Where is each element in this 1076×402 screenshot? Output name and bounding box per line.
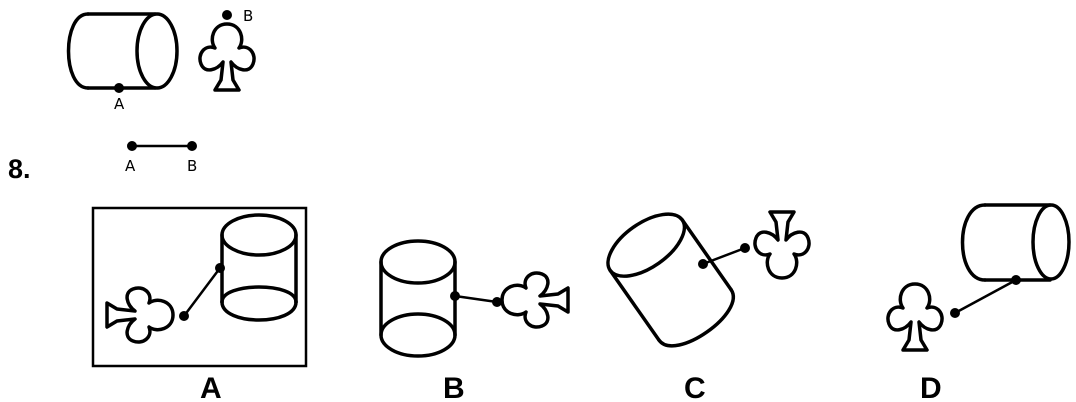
option-b-label: B [443, 372, 465, 402]
option-b-cylinder [379, 239, 457, 358]
reference-figure: A B [66, 7, 256, 113]
option-c[interactable]: C [598, 202, 811, 402]
option-b-club-icon [500, 271, 570, 329]
point-a-dot [114, 83, 124, 93]
option-a-club-icon [105, 286, 175, 344]
option-d[interactable]: D [886, 203, 1071, 402]
option-c-club-icon [753, 210, 811, 280]
rule-b-label: B [187, 157, 197, 175]
connection-rule: A B [125, 141, 197, 175]
point-a-label: A [114, 95, 125, 113]
rule-a-label: A [125, 157, 136, 175]
option-a-selection-box [91, 206, 308, 368]
option-c-label: C [684, 372, 706, 402]
point-b-dot [222, 10, 232, 20]
option-a-cylinder [220, 213, 298, 322]
option-d-cylinder [960, 203, 1071, 282]
question-number: 8. [8, 154, 31, 184]
reference-club-icon [198, 22, 256, 92]
option-a-label: A [200, 372, 222, 402]
reference-cylinder [66, 12, 179, 90]
option-d-label: D [920, 372, 942, 402]
option-d-club-icon [886, 282, 944, 352]
option-a[interactable]: A [91, 206, 308, 402]
option-c-cylinder [606, 212, 735, 348]
option-b[interactable]: B [379, 239, 570, 402]
point-b-label: B [243, 7, 253, 25]
